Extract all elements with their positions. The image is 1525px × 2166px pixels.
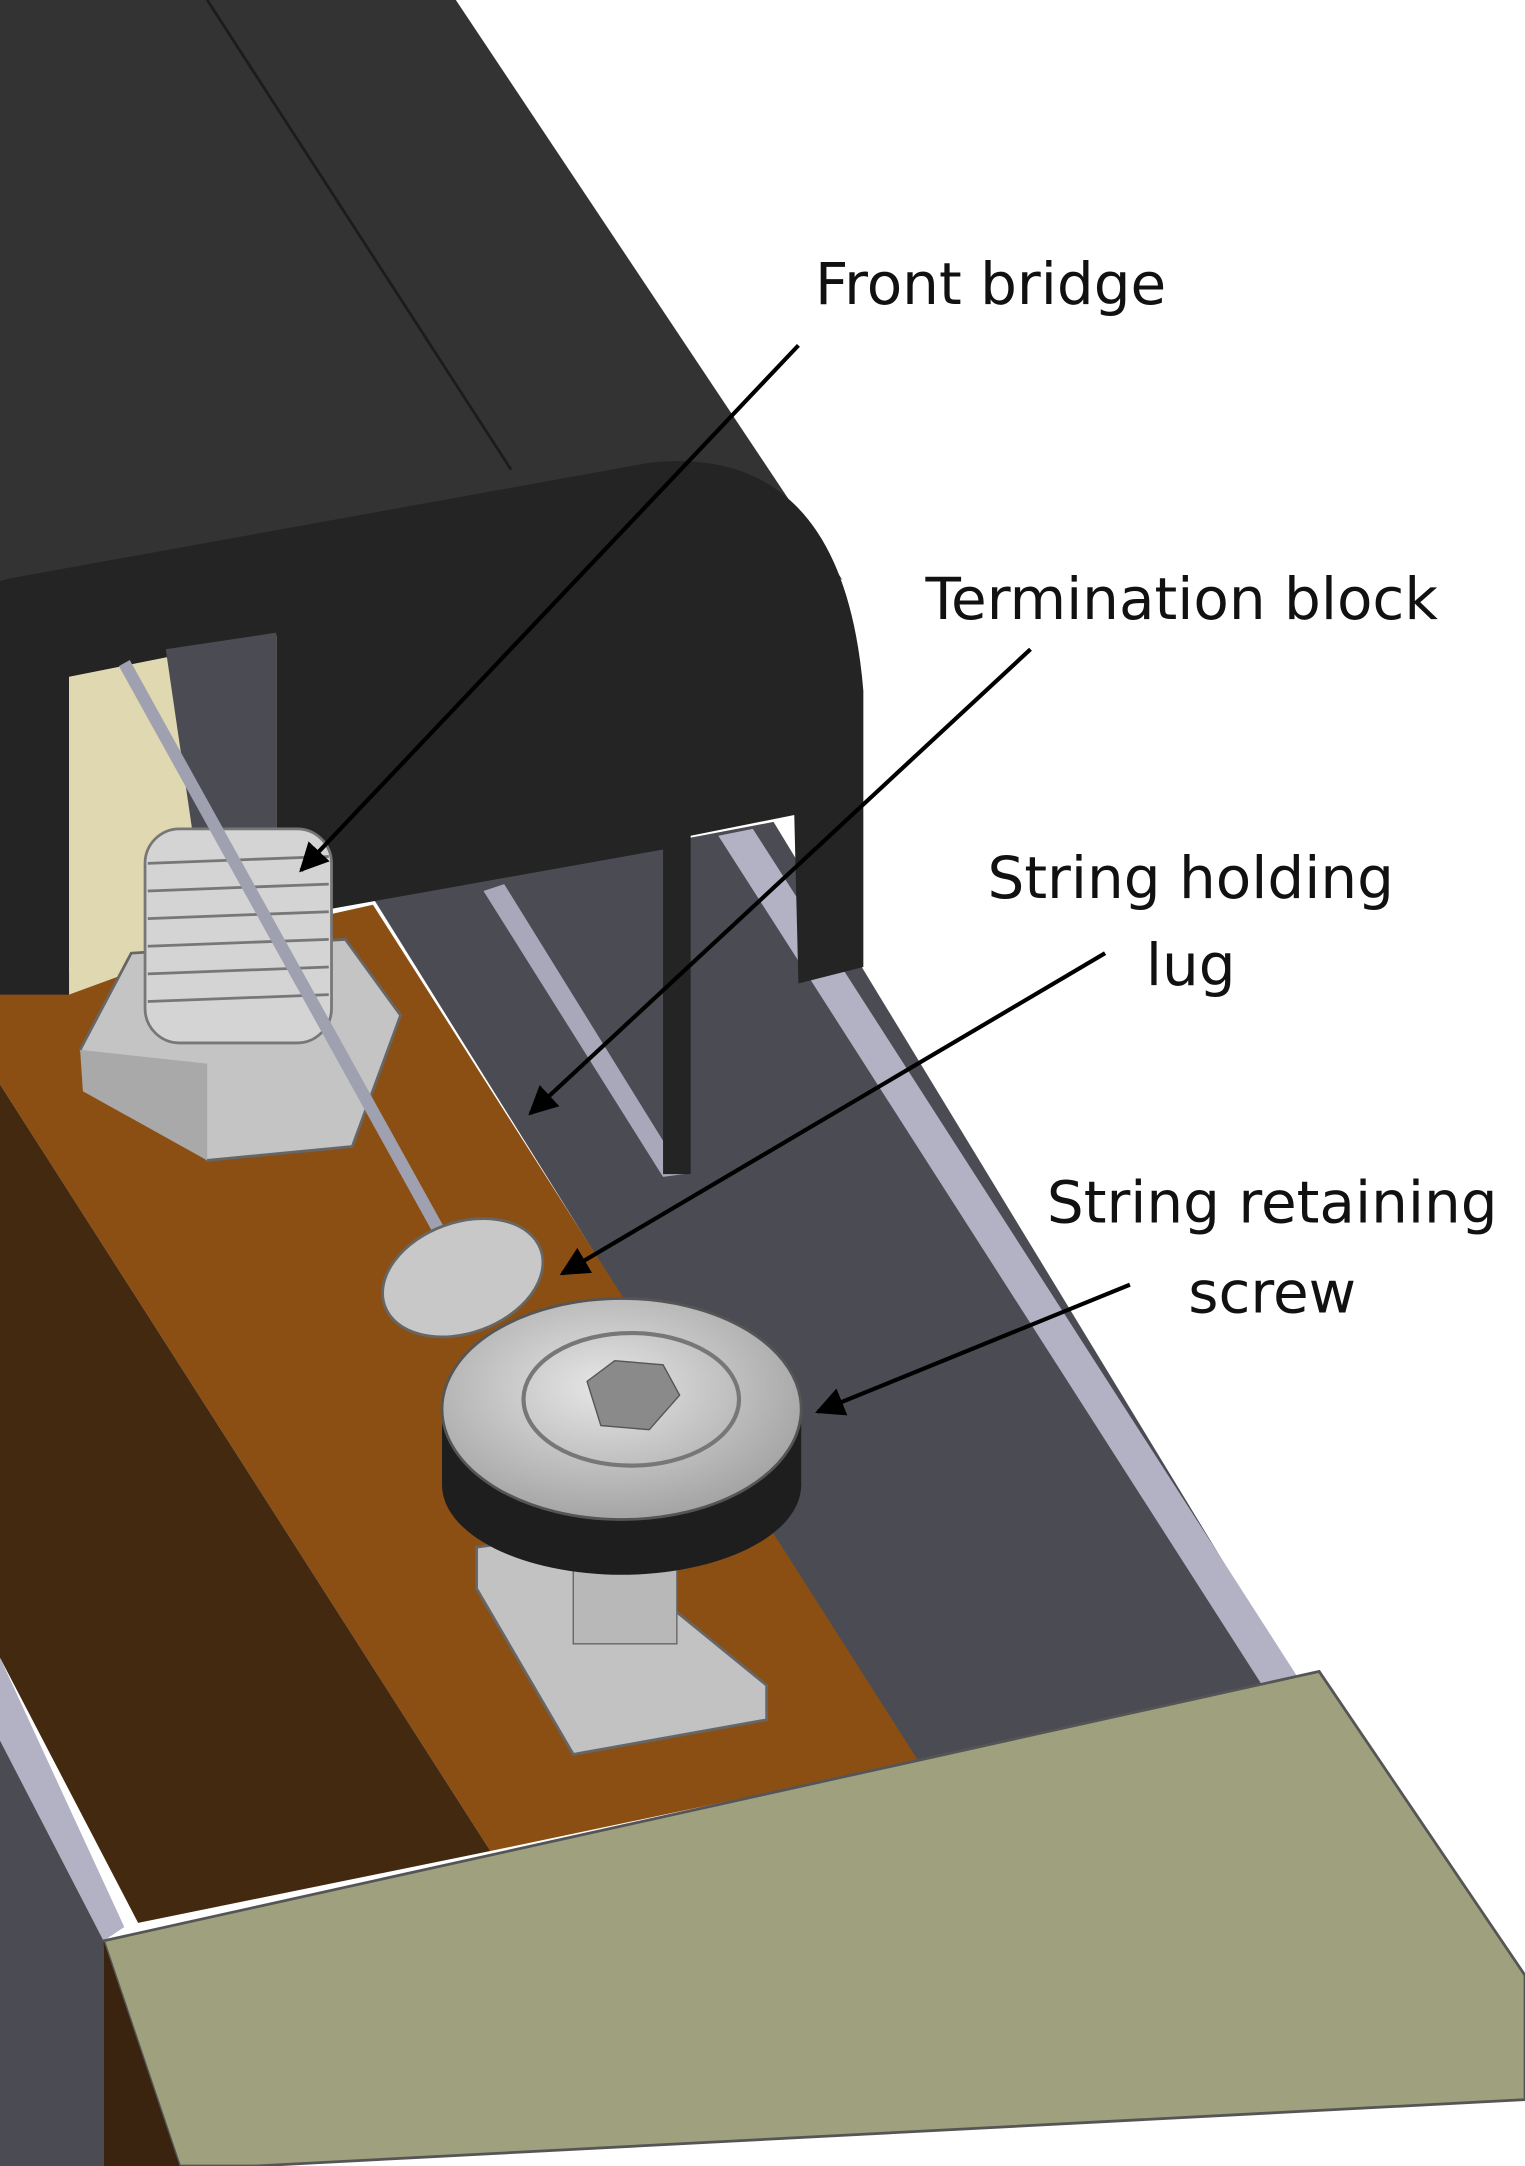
string-holding-lug (381, 1217, 545, 1339)
housing-front (0, 461, 864, 1175)
front-bridge-arrow (299, 343, 800, 873)
threaded-post (143, 827, 333, 1045)
housing-top (0, 0, 843, 581)
left-rail (0, 1657, 125, 1941)
hex-socket-icon (586, 1359, 681, 1431)
label-front-bridge: Front bridge (815, 250, 1166, 318)
left-channel (0, 1740, 104, 2166)
string (118, 660, 448, 1240)
label-termination-block: Termination block (924, 565, 1438, 633)
right-rail (718, 828, 1299, 1689)
termination-block-side (0, 1084, 491, 1923)
label-string-retaining-screw-1: String retaining (1047, 1169, 1498, 1237)
label-string-holding-lug-2: lug (1146, 931, 1236, 999)
label-string-retaining-screw-2: screw (1188, 1258, 1356, 1326)
label-string-holding-lug-1: String holding (988, 844, 1394, 912)
string-holding-lug-arrow (559, 951, 1107, 1276)
inner-rail (483, 884, 684, 1177)
string-retaining-screw-arrow (815, 1282, 1131, 1416)
termination-block-arrow (528, 647, 1032, 1116)
